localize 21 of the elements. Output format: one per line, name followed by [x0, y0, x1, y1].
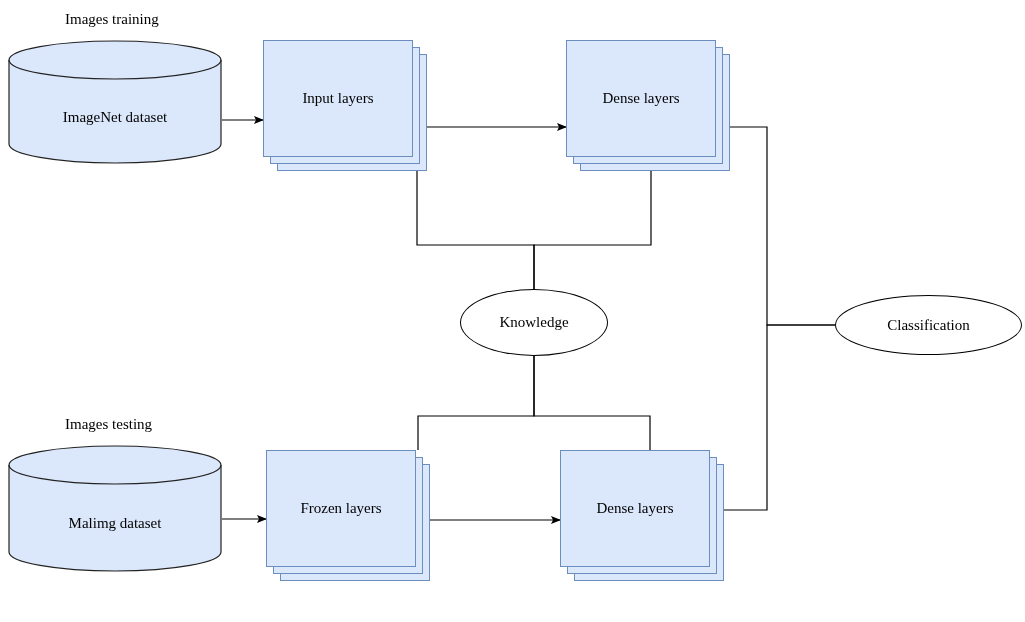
- node-label: Knowledge: [499, 313, 569, 333]
- connector-line: [533, 355, 651, 451]
- arrow: [426, 123, 567, 131]
- arrow: [429, 516, 561, 524]
- node-label: Malimg dataset: [68, 514, 162, 534]
- layer-stack: [566, 40, 730, 171]
- node-label: Frozen layers: [300, 499, 382, 519]
- node-label: ImageNet dataset: [62, 107, 168, 127]
- layer-stack: [263, 40, 427, 171]
- node-label: Dense layers: [596, 499, 674, 519]
- connector-line: [533, 170, 652, 290]
- node-label: Input layers: [302, 89, 374, 109]
- caption-text: Images training: [65, 10, 159, 29]
- connector-line: [723, 324, 836, 511]
- node-label: Classification: [887, 315, 970, 335]
- arrow: [221, 116, 264, 124]
- layer-stack: [560, 450, 724, 581]
- arrow: [221, 515, 267, 523]
- layer-stack: [266, 450, 430, 581]
- caption-text: Images testing: [65, 415, 153, 434]
- node-label: Dense layers: [602, 89, 680, 109]
